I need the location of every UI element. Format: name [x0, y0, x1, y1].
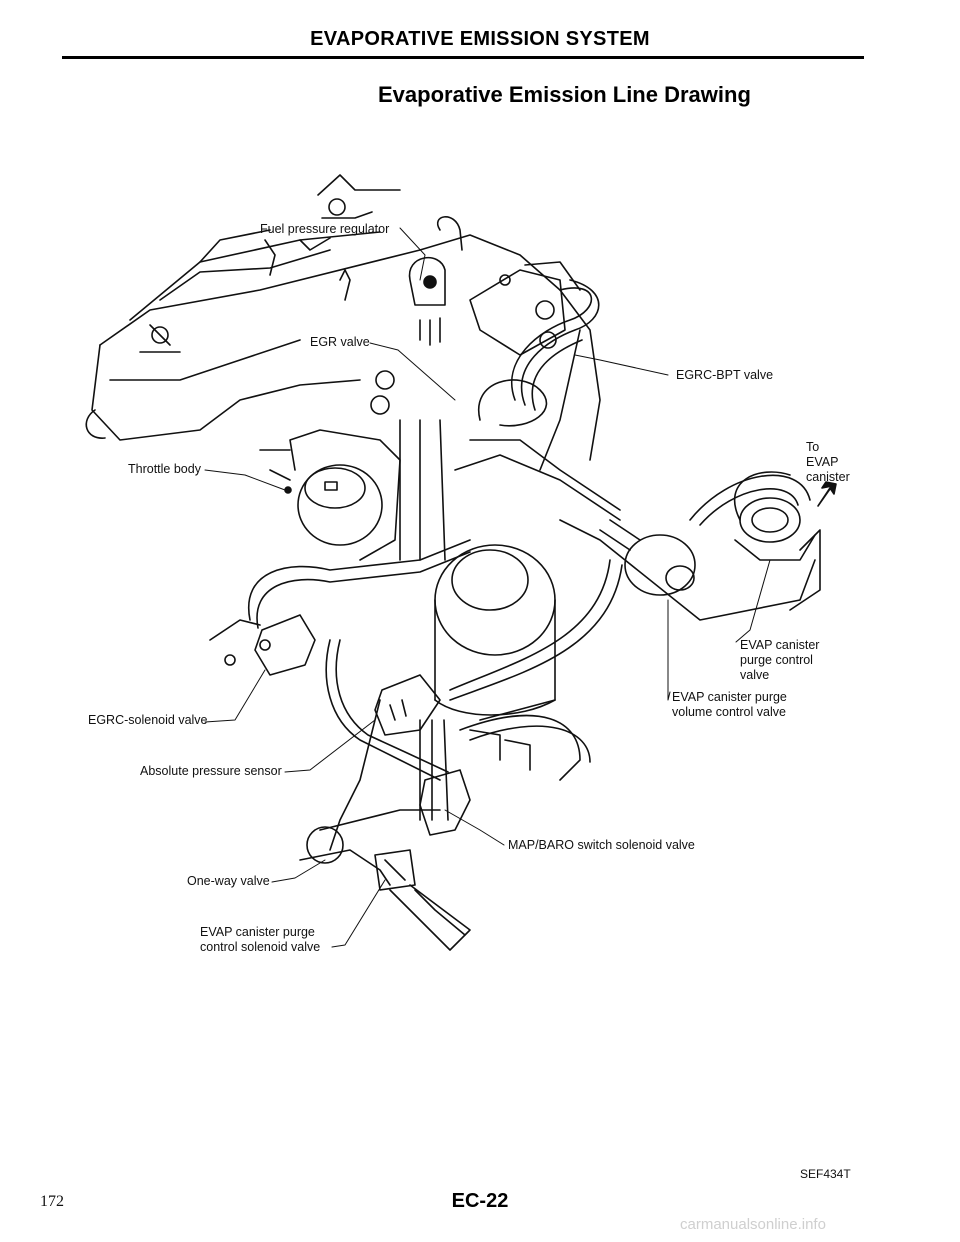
label-evap-purge-control-solenoid-2: control solenoid valve — [200, 940, 321, 954]
intake-manifold — [85, 229, 601, 461]
label-throttle-body: Throttle body — [128, 462, 201, 476]
label-to-evap-canister-2: EVAP — [806, 455, 839, 469]
leader-lines — [204, 227, 771, 948]
section-title: EVAPORATIVE EMISSION SYSTEM — [310, 28, 650, 50]
label-to-evap-canister-1: To — [806, 440, 820, 454]
label-map-baro-switch-solenoid-valve: MAP/BARO switch solenoid valve — [508, 838, 695, 852]
one-way-valve — [299, 809, 441, 886]
label-evap-purge-control-solenoid-1: EVAP canister purge — [200, 925, 315, 939]
to-evap-canister-arrow — [817, 481, 837, 507]
egr-valve — [408, 216, 463, 346]
watermark: carmanualsonline.info — [680, 1216, 826, 1233]
page-code: EC-22 — [451, 1190, 509, 1212]
egrc-solenoid-valve — [209, 614, 316, 676]
central-hoses — [370, 370, 621, 561]
evap-canister-hose — [689, 474, 811, 526]
air-cleaner — [434, 544, 556, 721]
map-baro-switch-solenoid-valve — [419, 729, 531, 836]
label-fuel-pressure-regulator: Fuel pressure regulator — [260, 222, 390, 236]
label-one-way-valve: One-way valve — [187, 874, 270, 888]
label-evap-purge-volume-valve-2: volume control valve — [672, 705, 786, 719]
label-egr-valve: EGR valve — [310, 335, 370, 349]
header-rule — [62, 56, 864, 59]
page-number: 172 — [40, 1193, 64, 1210]
label-evap-purge-control-valve-1: EVAP canister — [740, 638, 820, 652]
label-to-evap-canister-3: canister — [806, 470, 850, 484]
label-egrc-bpt-valve: EGRC-BPT valve — [676, 368, 774, 382]
label-egrc-solenoid-valve: EGRC-solenoid valve — [88, 713, 208, 727]
absolute-pressure-sensor — [374, 674, 441, 736]
egrc-bpt-valve — [469, 261, 581, 356]
figure-code: SEF434T — [800, 1167, 851, 1181]
label-evap-purge-control-valve-2: purge control — [740, 653, 813, 667]
throttle-body — [259, 429, 401, 561]
label-evap-purge-volume-valve-1: EVAP canister purge — [672, 690, 787, 704]
evap-purge-volume-control-valve — [559, 519, 821, 621]
evap-purge-control-solenoid-valve — [374, 849, 471, 951]
label-evap-purge-control-valve-3: valve — [740, 668, 770, 682]
vacuum-hoses-lower — [247, 539, 623, 851]
drawing-title: Evaporative Emission Line Drawing — [378, 82, 751, 107]
fuel-pressure-regulator — [264, 174, 401, 301]
label-absolute-pressure-sensor: Absolute pressure sensor — [140, 764, 282, 778]
evap-canister-purge-control-valve — [733, 471, 816, 561]
vacuum-hoses-upper — [477, 279, 600, 471]
